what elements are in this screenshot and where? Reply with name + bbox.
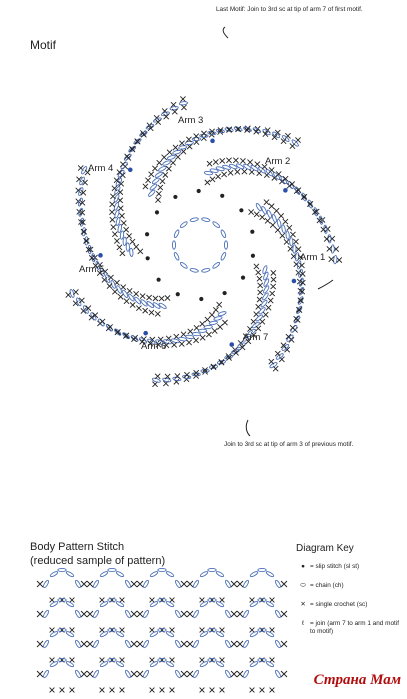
join-icon: ℓ bbox=[301, 620, 305, 627]
center-ring bbox=[171, 217, 229, 273]
watermark-logo: Страна Мам bbox=[313, 672, 401, 688]
body-pattern-sample bbox=[36, 567, 288, 693]
arm-3-label: Arm 3 bbox=[178, 115, 204, 126]
center-slip-stitches bbox=[144, 188, 256, 302]
motif-stitches bbox=[65, 96, 343, 388]
last-motif-note: Last Motif: Join to 3rd sc at tip of arm… bbox=[216, 6, 363, 13]
arm-1-label: Arm 1 bbox=[300, 252, 326, 263]
arm-5-label: Arm 5 bbox=[79, 264, 105, 275]
arm-6-stitches bbox=[142, 125, 301, 203]
chain-icon: ⬭ bbox=[300, 582, 306, 589]
arm-7-label: Arm 7 bbox=[243, 332, 269, 343]
join-arrow-bottom bbox=[245, 419, 251, 437]
key-item-slip-stitch: ●= slip stitch (sl st) bbox=[296, 563, 406, 571]
cross-icon: ✕ bbox=[300, 601, 306, 608]
arm-5-stitches bbox=[109, 96, 189, 257]
join-note: Join to 3rd sc at tip of arm 3 of previo… bbox=[224, 441, 354, 448]
arm-4-label: Arm 4 bbox=[88, 163, 114, 174]
arm-3-stitches bbox=[65, 289, 228, 349]
join-arrow-arm1 bbox=[317, 279, 334, 290]
key-item-chain: ⬭= chain (ch) bbox=[296, 582, 406, 590]
arm-1-stitches bbox=[248, 199, 306, 372]
key-item-join: ℓ= join (arm 7 to arm 1 and motif to mot… bbox=[296, 620, 406, 636]
arm-2-stitches bbox=[151, 263, 277, 388]
join-arrow-top bbox=[222, 26, 229, 39]
arm-4-stitches bbox=[75, 165, 171, 317]
arm-7-stitches bbox=[203, 157, 343, 265]
diagram-key-title: Diagram Key bbox=[296, 543, 354, 554]
body-pattern-title: Body Pattern Stitch bbox=[30, 541, 125, 553]
dot-icon: ● bbox=[301, 563, 305, 570]
arm-6-label: Arm 6 bbox=[141, 341, 167, 352]
body-pattern-subtitle: (reduced sample of pattern) bbox=[30, 555, 166, 567]
arm-2-label: Arm 2 bbox=[265, 156, 291, 167]
motif-title: Motif bbox=[30, 38, 57, 52]
key-item-single-crochet: ✕= single crochet (sc) bbox=[296, 601, 406, 609]
